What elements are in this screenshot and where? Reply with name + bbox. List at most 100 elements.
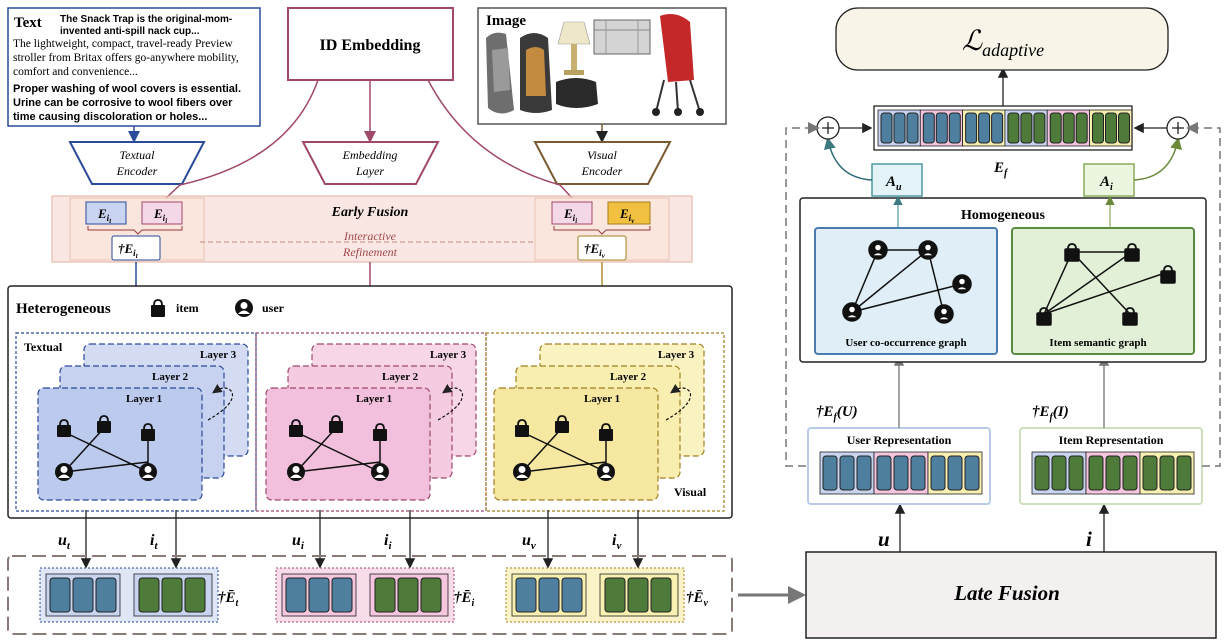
ef-cell	[965, 112, 978, 144]
id-layer-stack: Layer 3 Layer 2 Layer 1	[265, 343, 477, 501]
textual-layer-stack: Layer 3 Layer 2 Layer 1	[37, 343, 249, 501]
text-line-5: comfort and convenience...	[13, 66, 138, 78]
late-fusion-label: Late Fusion	[953, 581, 1060, 605]
item-repr-cell	[1176, 455, 1192, 491]
visual-encoder	[533, 141, 672, 185]
user-embedding-cell	[538, 577, 560, 613]
item-embedding-cell	[604, 577, 626, 613]
item-embedding-cell	[161, 577, 183, 613]
user-representation-label: User Representation	[847, 433, 952, 447]
svg-text:†Ef(U): †Ef(U)	[816, 404, 858, 423]
u-t-label: u	[58, 532, 67, 549]
ebar-i-label: †Ē	[454, 590, 472, 606]
ef-cell	[880, 112, 893, 144]
textual-layer1-label: Layer 1	[126, 393, 162, 405]
dagger-ev-label: †E	[584, 241, 600, 256]
au-box	[871, 163, 923, 197]
user-embedding-cell	[95, 577, 117, 613]
item-repr-cell	[1142, 455, 1158, 491]
item-repr-cell	[1068, 455, 1084, 491]
item-graph-panel	[1011, 227, 1195, 355]
textual-section	[15, 332, 257, 512]
user-embedding-cell	[515, 577, 537, 613]
ebar-t-label: †Ē	[218, 590, 236, 606]
product-photos	[486, 14, 704, 116]
loss-box	[835, 7, 1169, 71]
ef-cell	[1075, 112, 1088, 144]
svg-text:Ai: Ai	[1099, 174, 1113, 193]
dagger-et-box	[111, 235, 161, 261]
au-label: A	[885, 174, 896, 190]
text-line-3: The lightweight, compact, travel-ready P…	[13, 38, 233, 50]
e-it-label: E	[97, 206, 107, 221]
textual-layer3-label: Layer 3	[200, 349, 237, 361]
i-label: i	[1086, 527, 1092, 551]
ef-cell	[893, 112, 906, 144]
item-embedding-cell	[420, 577, 442, 613]
ef-cell	[922, 112, 935, 144]
user-graph	[842, 240, 972, 324]
e-iv-label: E	[619, 206, 629, 221]
svg-text:†Ēi: †Ēi	[454, 590, 475, 609]
user-repr-cell	[822, 455, 838, 491]
svg-text:it: it	[150, 532, 158, 552]
user-repr-cell	[893, 455, 909, 491]
user-repr-cell	[930, 455, 946, 491]
id-embedding-box	[287, 7, 454, 81]
text-line-1: The Snack Trap is the original-mom-	[60, 14, 232, 25]
svg-text:ℒadaptive: ℒadaptive	[962, 26, 1044, 60]
homogeneous-title: Homogeneous	[961, 208, 1046, 223]
user-graph-label: User co-occurrence graph	[845, 337, 966, 349]
ef-cell	[1033, 112, 1046, 144]
visual-layer2-label: Layer 2	[610, 371, 647, 383]
loss-label: ℒ	[962, 26, 983, 57]
visual-layer3-label: Layer 3	[658, 349, 695, 361]
visual-layer-stack: Layer 3 Layer 2 Layer 1	[493, 343, 705, 501]
id-layer3-label: Layer 3	[430, 349, 467, 361]
item-repr-cell	[1088, 455, 1104, 491]
user-repr-cell	[964, 455, 980, 491]
svg-text:ii: ii	[384, 532, 392, 552]
textual-section-label: Textual	[24, 340, 63, 354]
svg-text:iv: iv	[612, 532, 621, 552]
visual-section	[485, 332, 725, 512]
textual-encoder-line1: Textual	[120, 148, 156, 162]
e-iv-box	[607, 201, 651, 225]
text-line-8: time causing discoloration or holes...	[13, 111, 207, 123]
e-it-box	[85, 201, 127, 225]
ai-box	[1083, 163, 1135, 197]
i-i-label: i	[384, 532, 389, 549]
ef-cell	[1020, 112, 1033, 144]
ai-label: A	[1099, 174, 1110, 190]
item-repr-cell	[1034, 455, 1050, 491]
ef-cells	[877, 109, 1133, 147]
u-i-label: u	[292, 532, 301, 549]
item-embedding-cell	[627, 577, 649, 613]
svg-text:†Ef(I): †Ef(I)	[1032, 404, 1069, 423]
svg-text:†Eit: †Eit	[118, 241, 139, 260]
item-embedding-cell	[184, 577, 206, 613]
interactive-refinement-line2: Refinement	[342, 245, 398, 259]
item-embedding-cell	[650, 577, 672, 613]
legend-user-icon	[235, 299, 253, 317]
u-v-label: u	[522, 532, 531, 549]
item-embedding-cell	[374, 577, 396, 613]
ebar-i-group	[275, 567, 455, 623]
item-repr-cell	[1105, 455, 1121, 491]
item-graph	[1036, 243, 1176, 326]
user-graph-panel	[814, 227, 998, 355]
item-representation-label: Item Representation	[1059, 433, 1164, 447]
svg-text:†Ēt: †Ēt	[218, 590, 240, 609]
svg-text:†Eiv: †Eiv	[584, 241, 606, 260]
early-fusion-title: Early Fusion	[331, 205, 409, 220]
user-embedding-cell	[72, 577, 94, 613]
e-ii-box-visual	[551, 201, 593, 225]
ef-cell	[948, 112, 961, 144]
item-repr-cell	[1159, 455, 1175, 491]
svg-text:Eit: Eit	[97, 206, 112, 225]
user-repr-cells	[819, 451, 983, 495]
svg-text:Eii: Eii	[563, 206, 577, 225]
user-embedding-cell	[308, 577, 330, 613]
user-embedding-cell	[285, 577, 307, 613]
item-embedding-cell	[397, 577, 419, 613]
